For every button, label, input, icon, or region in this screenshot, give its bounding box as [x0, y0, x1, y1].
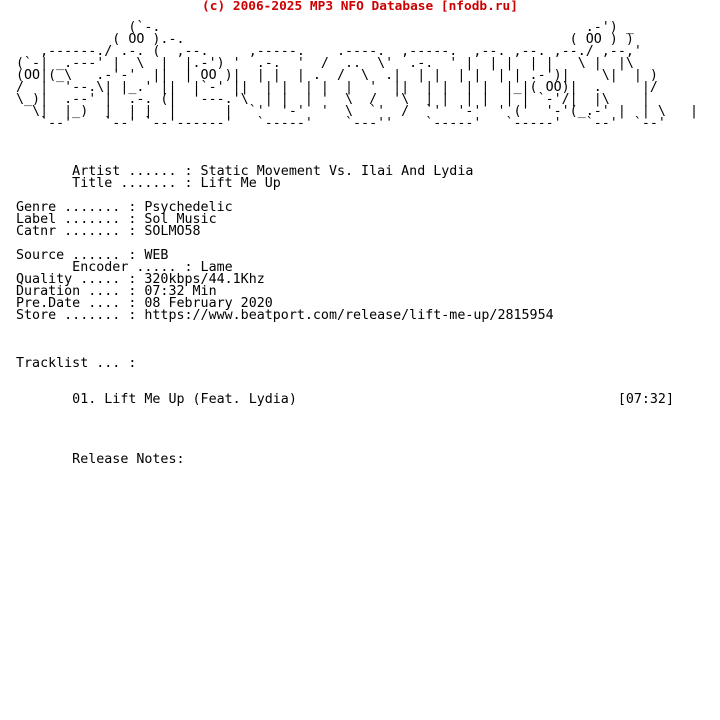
store-field: Store ....... : https://www.beatport.com… — [16, 308, 554, 323]
ascii-art-line: (`-. .-') _ — [16, 20, 634, 35]
title-field: Title ....... : Lift Me Up — [16, 176, 281, 191]
source-field: Source ...... : WEB — [16, 248, 169, 263]
blank-line — [16, 418, 698, 430]
blank-line — [16, 370, 698, 382]
blank-line — [16, 430, 698, 442]
catnr-field: Catnr ....... : SOLMO58 — [16, 224, 201, 239]
ascii-art-line: ( OO ).-. ( OO ) ) — [16, 32, 634, 47]
site-copyright-header: (c) 2006-2025 MP3 NFO Database [nfodb.ru… — [202, 0, 518, 14]
ascii-art-line: `--' `--' `--'------' `-----' `---'' `--… — [16, 116, 666, 131]
ascii-art-line: (`-| _.---' | \ | |.-') ' .-. ' / .. \' … — [16, 56, 634, 71]
encoder-field: Encoder ..... : Lame — [16, 260, 233, 275]
ascii-art-line: / | '--.\| |_.' || |`-' || | | | | | ' |… — [16, 80, 658, 95]
blank-line — [16, 322, 698, 334]
tracklist-heading: Tracklist ... : — [16, 356, 137, 371]
blank-line — [16, 334, 698, 346]
ascii-art-line: ,------./ .-. ( ,--. ,-----. .----. ,---… — [16, 44, 642, 59]
nfo-document: (`-. .-') _ ( OO ).-. ( OO ) ) ,------./… — [16, 20, 699, 467]
label-field: Label ....... : Sol Music — [16, 212, 217, 227]
blank-line — [16, 142, 698, 154]
release-notes-heading: Release Notes: — [16, 452, 185, 467]
genre-field: Genre ....... : Psychedelic — [16, 200, 233, 215]
duration-field: Duration .... : 07:32 Min — [16, 284, 217, 299]
ascii-art-line: \| |_) | | | | | `' '-' ' \ `' / `' '-' … — [16, 104, 699, 119]
ascii-art-line: (OO|(_\ .-'-' || | OO )| | | | . / \ .| … — [16, 68, 658, 83]
quality-field: Quality ..... : 320kbps/44.1Khz — [16, 272, 265, 287]
predate-field: Pre.Date .... : 08 February 2020 — [16, 296, 273, 311]
blank-line — [16, 130, 698, 142]
track-item: 01. Lift Me Up (Feat. Lydia) [07:32] — [16, 392, 674, 407]
blank-line — [16, 406, 698, 418]
artist-field: Artist ...... : Static Movement Vs. Ilai… — [16, 164, 474, 179]
ascii-art-line: \_)| .--' | .-. (| '---.'\ | | | ' \ / '… — [16, 92, 650, 107]
